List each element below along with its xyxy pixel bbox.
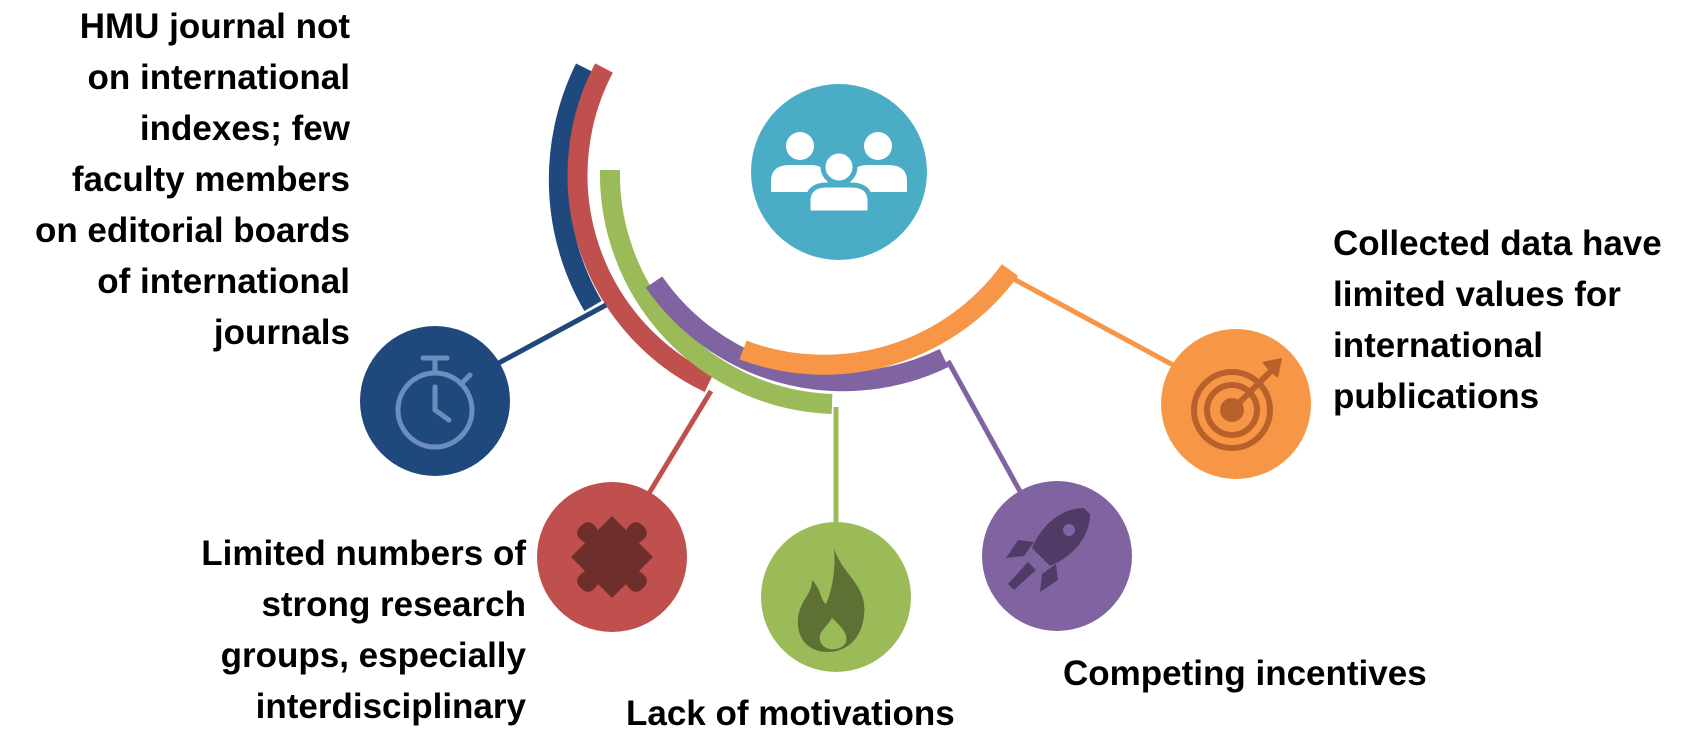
- node-incentives: [982, 481, 1132, 631]
- arc-journal: [548, 63, 602, 312]
- flame-icon: [797, 548, 865, 652]
- connector-journal: [493, 302, 608, 368]
- node-data: [1161, 329, 1311, 479]
- label-motivation: Lack of motivations: [626, 694, 955, 733]
- puzzle-piece-icon: [570, 515, 654, 599]
- node-journal: [360, 326, 510, 476]
- rocket-icon: [1006, 508, 1090, 592]
- connector-incentives: [945, 359, 1025, 497]
- target-arrow-icon: [1191, 358, 1282, 451]
- arc-group: [548, 63, 1019, 414]
- arc-motivation: [599, 169, 833, 414]
- connector-group: [493, 274, 1175, 522]
- people-group-icon: [771, 132, 907, 216]
- label-data: Collected data have limited values for i…: [1333, 224, 1662, 416]
- label-incentives: Competing incentives: [1063, 654, 1427, 693]
- node-motivation: [761, 522, 911, 672]
- connector-groups: [645, 389, 714, 497]
- stopwatch-icon: [395, 355, 475, 450]
- connector-data: [1008, 274, 1175, 368]
- node-groups: [537, 482, 687, 632]
- label-groups: Limited numbers of strong research group…: [201, 534, 526, 726]
- arc-data: [739, 264, 1019, 375]
- label-journal: HMU journal not on international indexes…: [34, 7, 350, 352]
- arc-groups: [567, 63, 714, 393]
- center-node: [751, 84, 927, 260]
- arc-incentives: [645, 276, 949, 392]
